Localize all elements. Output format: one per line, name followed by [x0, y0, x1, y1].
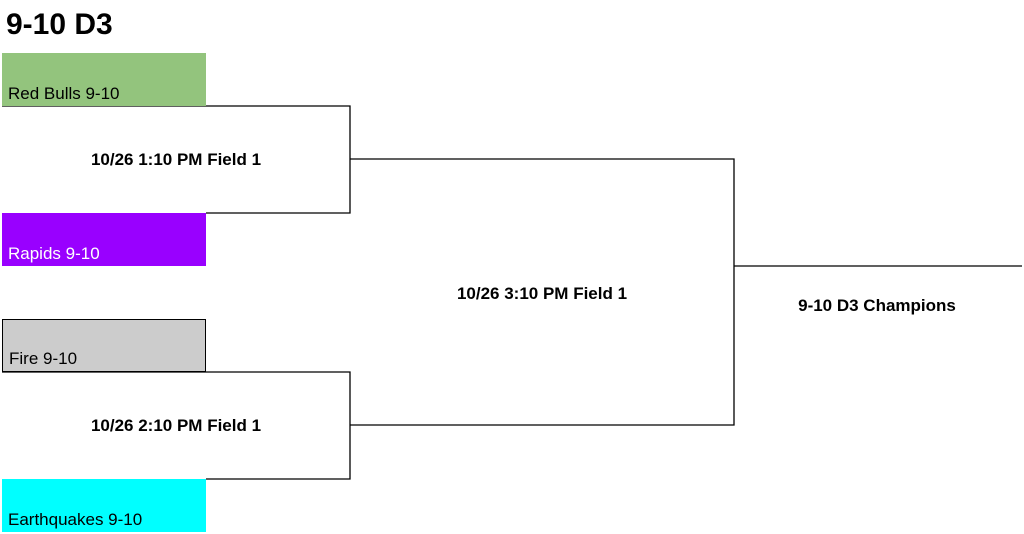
team-slot-fire: Fire 9-10 [2, 319, 206, 372]
team-name: Earthquakes 9-10 [8, 510, 143, 529]
team-name: Rapids 9-10 [8, 244, 100, 263]
champion-label: 9-10 D3 Champions [798, 296, 956, 315]
match-2-label: 10/26 2:10 PM Field 1 [90, 416, 262, 435]
team-slot-red-bulls: Red Bulls 9-10 [2, 53, 206, 106]
final-match-label: 10/26 3:10 PM Field 1 [456, 284, 628, 303]
team-name: Red Bulls 9-10 [8, 84, 120, 103]
team-name: Fire 9-10 [9, 349, 78, 368]
final-connector [350, 158, 735, 426]
bracket-title: 9-10 D3 [6, 8, 113, 41]
match-1-label: 10/26 1:10 PM Field 1 [90, 150, 262, 169]
team-slot-earthquakes: Earthquakes 9-10 [2, 479, 206, 532]
team-slot-rapids: Rapids 9-10 [2, 213, 206, 266]
